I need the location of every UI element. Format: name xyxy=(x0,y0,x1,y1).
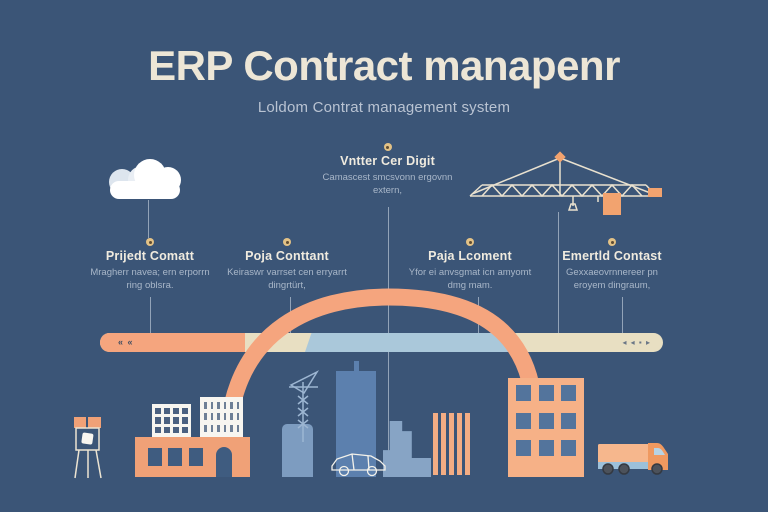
timeline-left-marks: « « xyxy=(118,337,134,347)
callout-center: Vntter Cer Digit Camascest smcsvonn ergo… xyxy=(310,143,465,198)
easel-sign-icon xyxy=(74,417,102,479)
car-sketch-icon xyxy=(331,453,386,477)
callout-2: Poja Conttant Keiraswr varrset cen errya… xyxy=(225,238,349,293)
tower-crane-icon xyxy=(469,151,662,215)
connector-line xyxy=(622,297,623,333)
timeline-bar-progress xyxy=(100,333,245,352)
pillar-stripe xyxy=(433,413,438,475)
callout-1: Prijedt Comatt Mragherr navea; ern erpor… xyxy=(88,238,212,293)
timeline-bar-highlight xyxy=(305,333,521,352)
pillar-stripe xyxy=(441,413,446,475)
callout-heading: Paja Lcoment xyxy=(428,249,512,263)
tower-antenna xyxy=(354,361,359,372)
connector-line xyxy=(150,297,151,333)
truck-icon xyxy=(598,443,668,475)
pillar-stripe xyxy=(465,413,470,475)
bullet-dot-icon xyxy=(466,238,474,246)
connector-line xyxy=(388,352,389,452)
callout-body: Keiraswr varrset cen erryarrt dingrtürt, xyxy=(227,267,347,292)
bullet-dot-icon xyxy=(283,238,291,246)
connector-line xyxy=(148,200,149,238)
connector-line xyxy=(388,207,389,333)
callout-body: Gexxaeovrnnereer pn eroyem dingraum, xyxy=(566,267,658,292)
callout-heading: Vntter Cer Digit xyxy=(340,154,435,168)
page-subtitle: Loldom Contrat management system xyxy=(257,99,511,116)
factory-door xyxy=(216,447,232,477)
factory-window xyxy=(148,448,162,466)
callout-heading: Prijedt Comatt xyxy=(105,249,195,263)
callout-3: Paja Lcoment Yfor ei anvsgmat icn amyomt… xyxy=(408,238,532,293)
connector-line xyxy=(558,212,559,333)
factory-window xyxy=(189,448,203,466)
bullet-dot-icon xyxy=(608,238,616,246)
callout-4: Emertld Contast Gexxaeovrnnereer pn eroy… xyxy=(550,238,674,293)
cloud-icon xyxy=(109,159,181,199)
bullet-dot-icon xyxy=(146,238,154,246)
bullet-dot-icon xyxy=(383,143,392,151)
factory-window xyxy=(168,448,182,466)
callout-body: Camascest smcsvonn ergovnn extern, xyxy=(322,172,453,197)
callout-heading: Emertld Contast xyxy=(562,249,662,263)
timeline-right-marks: ◂ ◂ ▪ ▸ xyxy=(622,338,651,347)
construction-crane-sketch-icon xyxy=(289,370,320,442)
page-title: ERP Contract manapenr xyxy=(148,42,620,89)
pillar-stripe xyxy=(449,413,454,475)
callout-body: Mragherr navea; ern erporrn ring oblsra. xyxy=(90,267,210,292)
building-rounded-blue xyxy=(282,424,313,477)
factory-building xyxy=(135,437,250,477)
building-white-grid xyxy=(152,404,191,437)
callout-body: Yfor ei anvsgmat icn amyomt dmg mam. xyxy=(408,267,532,292)
building-orange xyxy=(508,378,584,477)
pillar-stripe xyxy=(457,413,462,475)
callout-heading: Poja Conttant xyxy=(245,249,329,263)
building-white-slits xyxy=(200,397,243,437)
building-tower-blue xyxy=(336,371,376,477)
